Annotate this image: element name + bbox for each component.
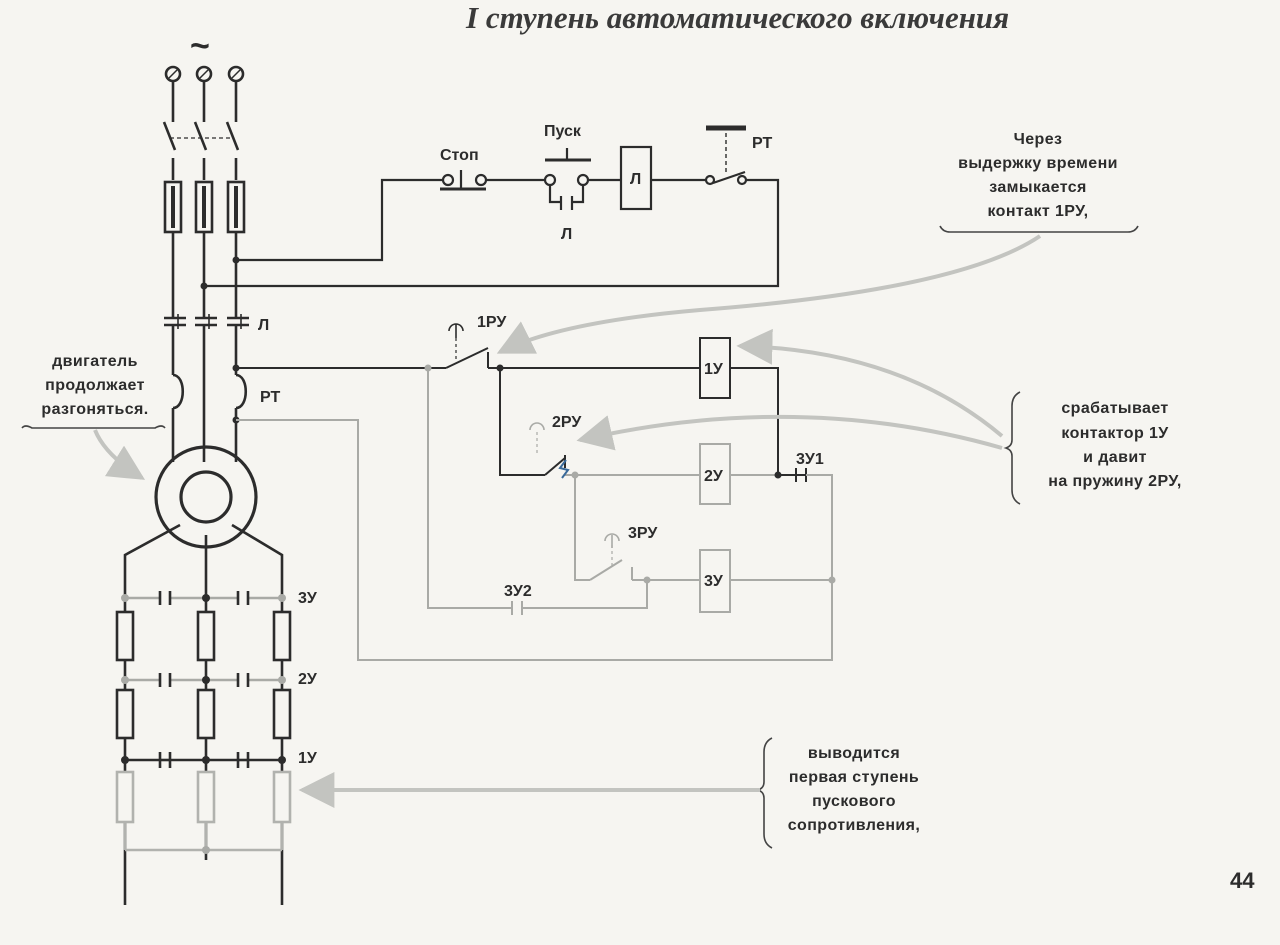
label-line-contacts: Л: [258, 317, 269, 334]
label-thermal-relay-power: РТ: [260, 389, 280, 406]
svg-text:выводится: выводится: [808, 745, 900, 762]
note-contactor: срабатывает контактор 1У и давит на пруж…: [576, 328, 1181, 505]
label-relay-1ru: 1РУ: [477, 314, 507, 331]
page-number: 44: [1230, 868, 1255, 893]
label-coil-2u: 2У: [704, 468, 724, 485]
note-motor: двигатель продолжает разгоняться.: [21, 353, 166, 480]
label-step-2u: 2У: [298, 671, 318, 688]
label-start: Пуск: [544, 123, 582, 140]
line-contactor-contacts: [164, 308, 249, 329]
start-button: [543, 148, 591, 210]
svg-text:выдержку времени: выдержку времени: [958, 155, 1118, 172]
svg-text:пускового: пускового: [812, 793, 896, 810]
svg-text:и давит: и давит: [1083, 449, 1147, 466]
svg-text:срабатывает: срабатывает: [1061, 400, 1168, 417]
label-stop: Стоп: [440, 147, 479, 164]
label-relay-3ru: 3РУ: [628, 525, 658, 542]
line-contactor-coil: [619, 145, 653, 211]
svg-text:сопротивления,: сопротивления,: [788, 817, 921, 834]
diagram-title: I ступень автоматического включения: [465, 0, 1009, 35]
svg-text:замыкается: замыкается: [989, 179, 1087, 196]
junctions-power: [200, 256, 240, 424]
label-start-contact: Л: [561, 226, 572, 243]
motor: [154, 445, 258, 549]
svg-text:разгоняться.: разгоняться.: [41, 401, 148, 418]
fuses: [163, 180, 246, 234]
label-line-coil: Л: [630, 171, 641, 188]
svg-text:контакт 1РУ,: контакт 1РУ,: [987, 203, 1088, 220]
label-coil-3u: 3У: [704, 573, 724, 590]
label-aux-3u2: 3У2: [504, 583, 532, 600]
junctions-control: [424, 364, 836, 584]
ac-symbol: ~: [190, 27, 210, 65]
starting-resistors: [115, 591, 292, 852]
label-step-1u: 1У: [298, 750, 318, 767]
label-coil-1u: 1У: [704, 361, 724, 378]
label-thermal-relay: РТ: [752, 135, 772, 152]
svg-text:двигатель: двигатель: [52, 353, 138, 370]
label-relay-2ru: 2РУ: [552, 414, 582, 431]
junctions-resistors: [121, 594, 286, 854]
svg-text:Через: Через: [1014, 131, 1063, 148]
knife-switch: [162, 121, 240, 180]
svg-text:контактор 1У: контактор 1У: [1061, 425, 1169, 442]
thermal-relay-contact: [704, 125, 748, 186]
stop-button: [440, 170, 488, 191]
acceleration-circuit: [236, 323, 833, 661]
thermal-heaters: [172, 373, 248, 410]
control-circuit-main: [204, 125, 780, 288]
label-step-3u: 3У: [298, 590, 318, 607]
svg-text:продолжает: продолжает: [45, 377, 145, 394]
svg-text:первая ступень: первая ступень: [789, 769, 919, 786]
spring-2ru: [558, 459, 570, 479]
note-timer: Через выдержку времени замыкается контак…: [496, 131, 1139, 354]
svg-text:на пружину 2РУ,: на пружину 2РУ,: [1048, 473, 1181, 490]
note-resistance: выводится первая ступень пускового сопро…: [298, 737, 921, 849]
label-aux-3u1: 3У1: [796, 451, 824, 468]
